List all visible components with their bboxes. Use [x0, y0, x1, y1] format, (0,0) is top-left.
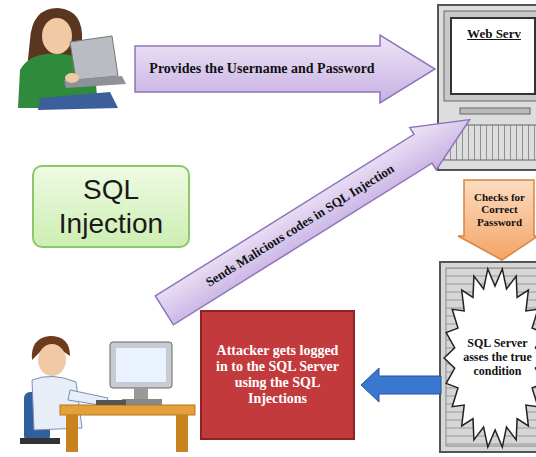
check-arrow: Checks for Correct Password	[455, 180, 536, 260]
condition-burst: SQL Server asses the true condition	[445, 268, 536, 448]
user-figure	[18, 8, 126, 110]
node-label: SQL Server asses the true condition	[461, 337, 534, 378]
shape-fill	[458, 180, 536, 260]
web-server-screen: Web Serv	[450, 17, 536, 95]
request-arrow: Provides the Username and Password	[135, 35, 435, 103]
attack-arrow: Sends Malicious codes in SQL Injection	[151, 98, 483, 331]
flow-arrow	[361, 368, 441, 402]
shape-fill	[444, 269, 536, 447]
node-label: Provides the Username and Password	[149, 61, 374, 77]
result-box: Attacker gets logged in to the SQL Serve…	[200, 310, 355, 440]
node-label: Attacker gets logged in to the SQL Serve…	[210, 343, 345, 407]
label-box: SQL Injection	[32, 165, 190, 248]
shape-fill	[151, 98, 483, 331]
node-label: Sends Malicious codes in SQL Injection	[203, 161, 397, 290]
shape-fill	[135, 35, 435, 103]
attacker-figure	[20, 336, 195, 452]
node-label: Web Serv	[467, 27, 521, 42]
node-label: SQL Injection	[42, 173, 180, 240]
node-label: Checks for Correct Password	[465, 191, 534, 229]
